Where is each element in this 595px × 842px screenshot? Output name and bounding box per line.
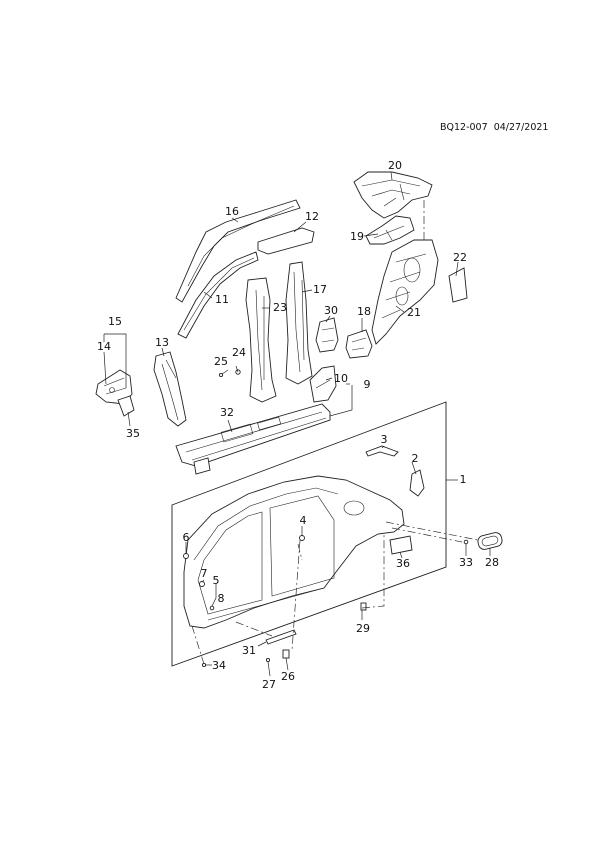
assembly-line-4-26 bbox=[291, 539, 301, 651]
part-8-fastener bbox=[209, 605, 215, 611]
callout-36: 36 bbox=[396, 557, 410, 570]
callout-33: 33 bbox=[459, 556, 473, 569]
callout-35: 35 bbox=[126, 427, 140, 440]
callout-6: 6 bbox=[183, 531, 190, 544]
part-3-strip bbox=[365, 445, 399, 457]
callout-32: 32 bbox=[220, 406, 234, 419]
part-26-clip bbox=[282, 649, 290, 659]
callout-11: 11 bbox=[215, 293, 229, 306]
part-27-fastener bbox=[265, 657, 271, 663]
part-35-bracket bbox=[117, 395, 135, 417]
part-16-roof-rail bbox=[175, 199, 301, 303]
part-10-bracket bbox=[309, 365, 337, 403]
callout-20: 20 bbox=[388, 159, 402, 172]
callout-23: 23 bbox=[273, 301, 287, 314]
part-31-strip bbox=[265, 629, 297, 645]
callout-10: 10 bbox=[334, 372, 348, 385]
callout-1: 1 bbox=[460, 473, 467, 486]
assembly-line-31 bbox=[235, 621, 273, 637]
callout-7: 7 bbox=[201, 567, 208, 580]
callout-12: 12 bbox=[305, 210, 319, 223]
diagram-code: BQ12-007 bbox=[440, 122, 488, 133]
callout-3: 3 bbox=[381, 433, 388, 446]
part-7-fastener bbox=[199, 581, 205, 587]
callout-5: 5 bbox=[213, 574, 220, 587]
callout-19: 19 bbox=[350, 230, 364, 243]
callout-21: 21 bbox=[407, 306, 421, 319]
rocker-rail-end bbox=[193, 457, 211, 475]
callout-17: 17 bbox=[313, 283, 327, 296]
part-23-b-pillar bbox=[245, 277, 277, 403]
part-21-inner-quarter bbox=[371, 239, 439, 345]
callout-18: 18 bbox=[357, 305, 371, 318]
callout-22: 22 bbox=[453, 251, 467, 264]
part-30-bracket bbox=[315, 317, 339, 353]
callout-26: 26 bbox=[281, 670, 295, 683]
part-2-small-bracket bbox=[409, 469, 425, 497]
diagram-header: BQ12-007 04/27/2021 bbox=[440, 122, 580, 133]
diagram-date: 04/27/2021 bbox=[493, 122, 549, 133]
callout-30: 30 bbox=[324, 304, 338, 317]
callout-14: 14 bbox=[97, 340, 111, 353]
part-4-fastener bbox=[299, 535, 305, 541]
part-33-fastener bbox=[463, 539, 469, 545]
part-36-label-plate bbox=[389, 535, 413, 555]
callout-24: 24 bbox=[232, 346, 246, 359]
callout-13: 13 bbox=[155, 336, 169, 349]
callout-8: 8 bbox=[218, 592, 225, 605]
callout-28: 28 bbox=[485, 556, 499, 569]
assembly-line-36 bbox=[391, 527, 463, 543]
part-22-plate bbox=[448, 267, 468, 303]
part-28-fuel-lid bbox=[477, 532, 503, 550]
part-11-inner-rail bbox=[177, 251, 259, 339]
callout-15: 15 bbox=[108, 315, 122, 328]
assembly-line-29 bbox=[361, 534, 385, 609]
part-32-rocker-rail bbox=[175, 403, 331, 467]
part-19-bracket bbox=[365, 215, 415, 245]
part-1-body-side-outer bbox=[183, 475, 405, 629]
part-25-fastener bbox=[218, 372, 224, 378]
callout-31: 31 bbox=[242, 644, 256, 657]
assembly-line-34 bbox=[191, 625, 205, 665]
callout-16: 16 bbox=[225, 205, 239, 218]
part-29-clip bbox=[360, 602, 367, 611]
part-17-pillar-reinforcement bbox=[285, 261, 313, 385]
part-13-a-pillar-lower bbox=[153, 351, 187, 427]
part-12-rail-segment bbox=[257, 227, 315, 255]
callout-9: 9 bbox=[364, 378, 371, 391]
body-side-group-box bbox=[171, 401, 447, 667]
part-18-bracket bbox=[345, 329, 373, 359]
callout-25: 25 bbox=[214, 355, 228, 368]
leader-lines bbox=[103, 171, 491, 677]
part-6-fastener bbox=[183, 553, 189, 559]
callout-4: 4 bbox=[300, 514, 307, 527]
part-20-quarter-extension bbox=[353, 171, 433, 219]
callout-27: 27 bbox=[262, 678, 276, 691]
callout-34: 34 bbox=[212, 659, 226, 672]
callout-29: 29 bbox=[356, 622, 370, 635]
assembly-line-4b bbox=[297, 543, 303, 561]
callout-2: 2 bbox=[412, 452, 419, 465]
